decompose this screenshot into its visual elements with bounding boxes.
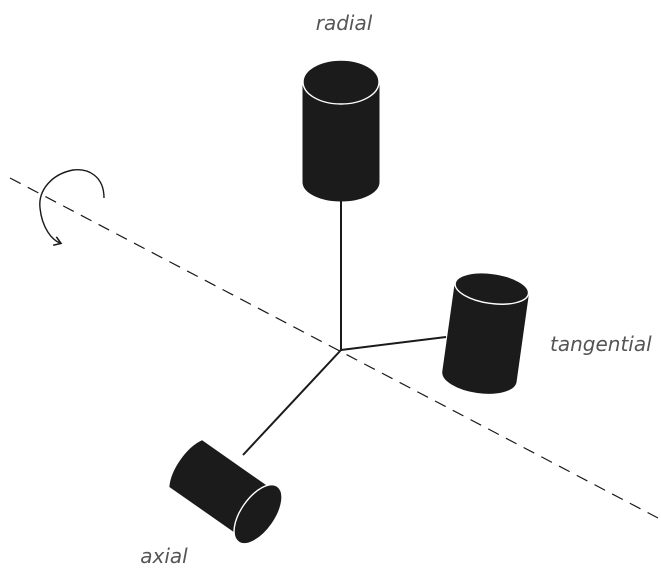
axial-sensor bbox=[169, 440, 283, 545]
rotation-arrow-icon bbox=[39, 169, 105, 246]
tangential-sensor bbox=[442, 272, 530, 394]
axial-rod bbox=[242, 349, 342, 456]
radial-label: radial bbox=[316, 11, 373, 35]
rotation-axis-line bbox=[9, 177, 659, 519]
tangential-rod bbox=[340, 336, 447, 351]
radial-sensor bbox=[302, 59, 380, 202]
axial-label: axial bbox=[140, 544, 188, 568]
tangential-label: tangential bbox=[550, 332, 652, 356]
